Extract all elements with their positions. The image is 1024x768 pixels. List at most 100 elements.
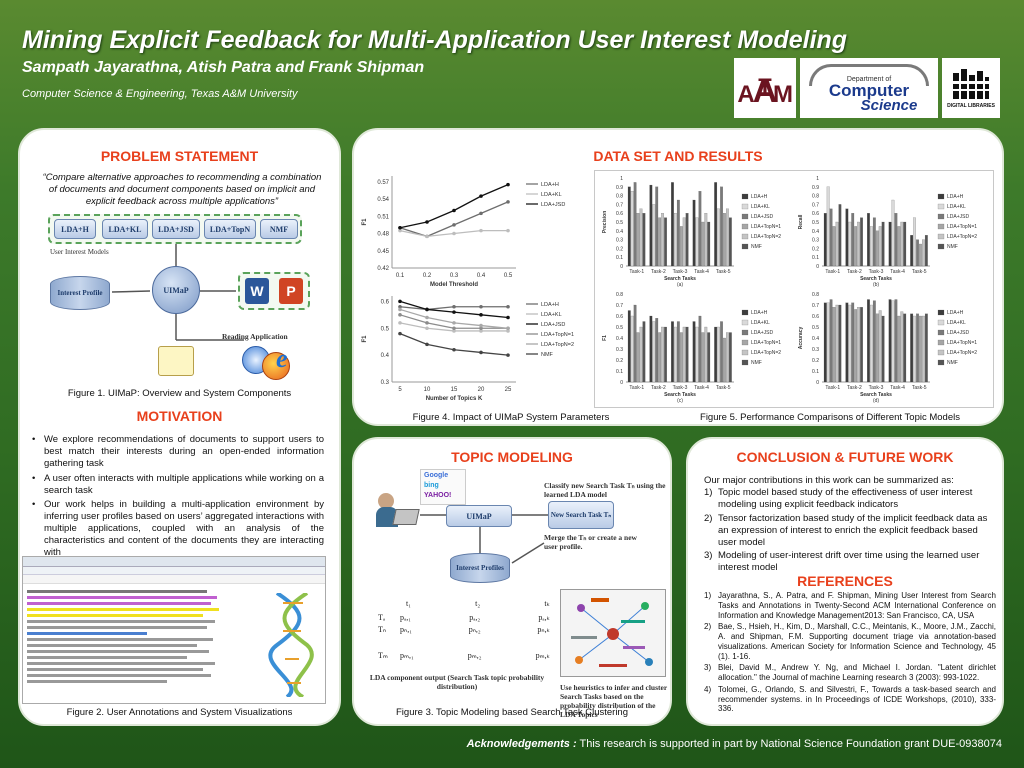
bar (857, 307, 860, 383)
bar (854, 226, 858, 267)
motivation-bullets: We explore recommendations of documents … (30, 434, 324, 562)
y-tick-label: 0.48 (377, 232, 389, 238)
legend-label: NMF (947, 244, 958, 250)
panel-topic-modeling: TOPIC MODELING Google bing YAHOO! UIMaP … (352, 437, 672, 726)
bar (845, 208, 849, 267)
bar (903, 313, 907, 383)
data-point (425, 307, 429, 312)
data-point (506, 182, 510, 187)
legend-swatch (937, 309, 945, 316)
legend-swatch (741, 359, 749, 366)
bar (878, 226, 882, 267)
list-number: 2) (704, 512, 713, 524)
bar (867, 299, 870, 383)
matrix-row-label: Tₙ (378, 625, 387, 634)
matrix-cell: pₘ,₂ (467, 651, 482, 660)
data-point (398, 304, 402, 309)
x-tick-label: Task-1 (825, 385, 840, 391)
y-axis-label: Recall (798, 214, 804, 229)
data-point (452, 231, 456, 236)
matrix-cell: pₘ,ₖ (535, 651, 550, 660)
x-axis-label: Number of Topics K (426, 396, 483, 402)
legend-swatch (741, 203, 749, 210)
problem-quote: “Compare alternative approaches to recom… (42, 172, 322, 207)
figure-2-caption: Figure 2. User Annotations and System Vi… (66, 707, 293, 718)
data-point (425, 234, 429, 239)
bar (881, 221, 885, 267)
legend-swatch (937, 223, 945, 230)
bar (649, 315, 653, 383)
tamu-logo: A T M A (734, 58, 796, 118)
y-tick-label: 0.6 (381, 299, 390, 305)
legend-label: NMF (751, 360, 762, 366)
legend-swatch (937, 349, 945, 356)
x-tick-label: 0.1 (396, 273, 405, 279)
conclusion-item: 3)Modeling of user-interest drift over t… (704, 550, 996, 574)
legend-swatch (741, 339, 749, 346)
legend-swatch (741, 243, 749, 250)
ie-icon: e (276, 344, 288, 373)
interest-profiles-cylinder: Interest Profiles (450, 553, 510, 583)
model-lda-topn: LDA+TopN (204, 219, 256, 239)
annotated-article-text (27, 587, 227, 699)
y-tick-label: 0.2 (812, 246, 819, 252)
legend-swatch (937, 359, 945, 366)
data-point (452, 326, 456, 331)
bar (717, 326, 720, 383)
data-point (479, 228, 483, 233)
matrix-col-label: tₖ (544, 599, 550, 608)
bar (881, 315, 885, 383)
x-tick-label: 15 (451, 387, 458, 393)
legend-label: LDA+H (947, 310, 964, 316)
y-tick-label: 0.5 (381, 326, 390, 332)
ack-label: Acknowledgements : (466, 738, 577, 750)
bar (655, 318, 659, 383)
legend-swatch (741, 319, 749, 326)
conclusion-item-text: Modeling of user-interest drift over tim… (718, 550, 980, 574)
bar (649, 184, 653, 267)
y-tick-label: 0.45 (377, 249, 389, 255)
data-point (479, 329, 483, 333)
panel-problem-motivation: PROBLEM STATEMENT “Compare alternative a… (18, 128, 341, 726)
bar (658, 217, 662, 267)
data-point (425, 321, 429, 325)
bar (872, 217, 876, 267)
matrix-row-label: Tₘ (378, 651, 388, 660)
new-search-task-box: New Search Task Tₙ (548, 501, 614, 529)
ack-text: This research is supported in part by Na… (576, 738, 1002, 750)
bar (835, 221, 839, 267)
topic-cluster-graph (560, 589, 666, 677)
bar (854, 309, 858, 383)
bar (717, 208, 720, 267)
bar (910, 313, 914, 383)
legend-label: LDA+JSD (751, 214, 773, 220)
interest-profile-label: Interest Profile (57, 289, 103, 297)
legend-swatch (741, 329, 749, 336)
bar (664, 326, 667, 383)
bar (707, 221, 711, 267)
bar (682, 217, 686, 267)
y-tick-label: 0.5 (812, 325, 819, 331)
data-point (452, 304, 456, 309)
bar (726, 332, 729, 383)
topic-arrows (420, 514, 548, 564)
bar (692, 199, 696, 267)
y-tick-label: 0.8 (812, 194, 819, 200)
bar (872, 300, 876, 383)
data-point (398, 321, 402, 325)
legend-label: LDA+KL (541, 312, 562, 318)
svg-text:A: A (753, 72, 778, 110)
applications-group: W P (238, 272, 310, 310)
y-tick-label: 0.6 (616, 314, 623, 320)
bar (897, 315, 901, 383)
x-tick-label: Task-1 (825, 269, 840, 275)
y-tick-label: 1 (816, 176, 819, 182)
y-tick-label: 0.7 (616, 303, 623, 309)
x-tick-label: 0.4 (477, 273, 486, 279)
legend-label: LDA+TopN=2 (751, 350, 781, 356)
x-tick-label: 0.5 (504, 273, 513, 279)
conclusion-item: 2)Tensor factorization based study of th… (704, 513, 996, 549)
legend-label: LDA+TopN=1 (947, 340, 977, 346)
